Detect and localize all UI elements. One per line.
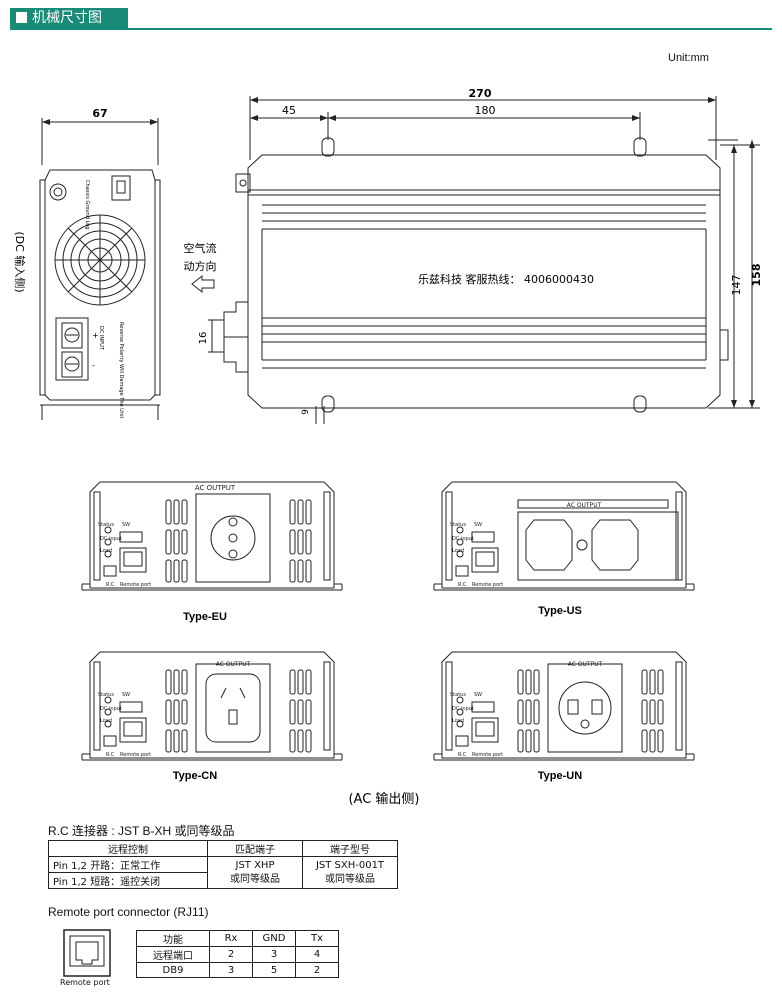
remote-cell: 远程端口 xyxy=(136,946,210,963)
ac-output-un: AC OUTPUT xyxy=(568,661,603,668)
panel-us xyxy=(433,481,695,591)
dc-side-label: (DC 输入侧) xyxy=(13,231,27,292)
rc-connector-title: R.C 连接器 : JST B-XH 或同等级品 xyxy=(48,824,235,838)
airflow-line1: 空气流 xyxy=(184,241,217,255)
dcinput-un: DC input xyxy=(452,706,474,712)
sw-eu: SW xyxy=(122,522,130,528)
ac-output-us: AC OUTPUT xyxy=(567,502,602,509)
dim-67: 67 xyxy=(92,107,107,120)
load-un: Load xyxy=(452,718,464,724)
rc-un: R.C xyxy=(458,752,467,758)
chassis-label: Chassis Ground Lug xyxy=(84,180,90,230)
minus-sign: - xyxy=(92,361,95,370)
rc-eu: R.C xyxy=(106,582,115,588)
load-eu: Load xyxy=(100,548,112,554)
dcinput-us: DC input xyxy=(452,536,474,542)
dim-147: 147 xyxy=(730,275,743,296)
remote-header-2: Rx xyxy=(209,930,253,947)
type-un-label: Type-UN xyxy=(538,770,582,782)
rc-model-2: 或同等级品 xyxy=(325,873,375,885)
ac-side-label: (AC 输出侧) xyxy=(348,791,419,807)
load-cn: Load xyxy=(100,718,112,724)
square-icon xyxy=(16,12,27,23)
reverse-warning: Reverse Polarity Will Damage The Unit xyxy=(118,322,124,418)
remote-connector-table: 功能 Rx GND Tx 远程端口 2 3 4 DB9 3 5 2 xyxy=(136,930,339,978)
remote-header-1: 功能 xyxy=(136,930,210,947)
type-cn-label: Type-CN xyxy=(173,770,217,782)
rj11-icon xyxy=(63,929,111,977)
remote-cell: DB9 xyxy=(136,962,210,978)
rc-row-2: Pin 1,2 短路：遥控关闭 xyxy=(48,872,208,889)
remote-eu: Remote port xyxy=(120,582,151,588)
sw-un: SW xyxy=(474,692,482,698)
type-eu-label: Type-EU xyxy=(183,611,227,623)
remote-header-4: Tx xyxy=(295,930,339,947)
type-us-label: Type-US xyxy=(538,605,582,617)
mechanical-drawing-top: 270 45 180 67 147 158 16 9 (DC 输入侧) 空气流 … xyxy=(13,87,763,424)
remote-cell: 3 xyxy=(209,962,253,978)
dc-input-label: DC INPUT xyxy=(98,326,104,351)
remote-us: Remote port xyxy=(472,582,503,588)
dim-180: 180 xyxy=(475,104,496,117)
title-underline xyxy=(10,28,772,30)
dim-45: 45 xyxy=(282,104,296,117)
remote-cell: 2 xyxy=(209,946,253,963)
dim-16: 16 xyxy=(198,332,209,345)
dcinput-eu: DC input xyxy=(100,536,122,542)
watermark-text: 乐兹科技 客服热线： 4006000430 xyxy=(418,272,594,286)
airflow-line2: 动方向 xyxy=(184,259,217,273)
remote-un: Remote port xyxy=(472,752,503,758)
panel-eu xyxy=(81,481,343,591)
load-us: Load xyxy=(452,548,464,554)
rc-model-1: JST SXH-001T xyxy=(315,859,385,871)
rc-header-2: 匹配端子 xyxy=(207,840,303,857)
status-un: Status xyxy=(450,692,466,698)
plus-sign: + xyxy=(92,331,99,340)
section-title: 机械尺寸图 xyxy=(10,8,128,28)
ac-output-cn: AC OUTPUT xyxy=(216,661,251,668)
remote-connector-title: Remote port connector (RJ11) xyxy=(48,905,209,919)
remote-cell: 4 xyxy=(295,946,339,963)
section-title-text: 机械尺寸图 xyxy=(32,10,102,26)
sw-cn: SW xyxy=(122,692,130,698)
rc-row-1: Pin 1,2 开路：正常工作 xyxy=(48,856,208,873)
ac-panels: AC OUTPUT AC OUTPUT AC OUTPUT AC OUTPUT … xyxy=(81,481,695,807)
dim-9: 9 xyxy=(301,409,311,415)
status-cn: Status xyxy=(98,692,114,698)
dim-158: 158 xyxy=(750,264,763,287)
rj11-label: Remote port xyxy=(60,978,110,987)
remote-cn: Remote port xyxy=(120,752,151,758)
status-eu: Status xyxy=(98,522,114,528)
remote-cell: 2 xyxy=(295,962,339,978)
sw-us: SW xyxy=(474,522,482,528)
unit-label: Unit:mm xyxy=(668,52,709,64)
dcinput-cn: DC input xyxy=(100,706,122,712)
status-us: Status xyxy=(450,522,466,528)
rc-us: R.C xyxy=(458,582,467,588)
rc-header-3: 端子型号 xyxy=(302,840,398,857)
remote-header-3: GND xyxy=(252,930,296,947)
remote-cell: 5 xyxy=(252,962,296,978)
rc-header-1: 远程控制 xyxy=(48,840,208,857)
remote-cell: 3 xyxy=(252,946,296,963)
rc-match-2: 或同等级品 xyxy=(230,873,280,885)
ac-output-eu: AC OUTPUT xyxy=(195,484,236,492)
panel-un xyxy=(433,651,695,761)
rc-match-1: JST XHP xyxy=(235,859,275,871)
dim-270: 270 xyxy=(469,87,492,100)
panel-cn xyxy=(81,651,343,761)
rc-cn: R.C xyxy=(106,752,115,758)
rc-connector-table: 远程控制 匹配端子 端子型号 Pin 1,2 开路：正常工作 JST XHP 或同… xyxy=(48,840,398,889)
